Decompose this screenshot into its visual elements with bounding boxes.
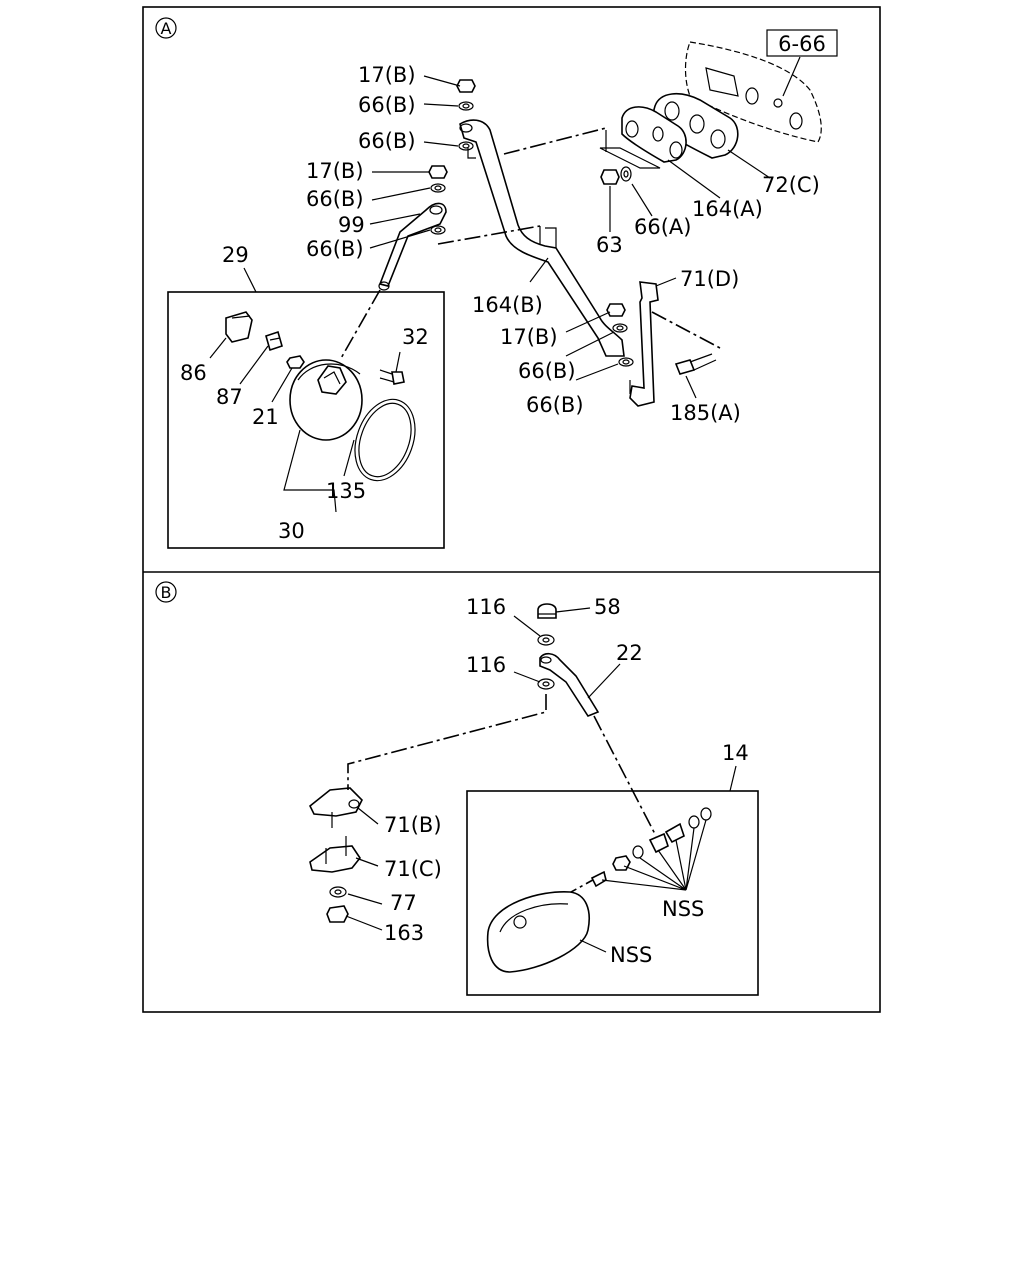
label-99: 99	[338, 213, 365, 237]
label-21: 21	[252, 405, 279, 429]
leader-lines-a	[209, 75, 771, 513]
mirror-30	[289, 359, 363, 441]
label-58: 58	[594, 595, 621, 619]
screw-32	[379, 369, 405, 385]
stay-99	[378, 202, 447, 291]
label-nss-2: NSS	[610, 943, 652, 967]
label-87: 87	[216, 385, 243, 409]
mirror-stay-164b	[459, 119, 625, 357]
section-a-marker: A	[155, 17, 177, 39]
label-63: 63	[596, 233, 623, 257]
assembly-lines-a	[339, 127, 721, 361]
label-66b-5: 66(B)	[518, 359, 576, 383]
label-32: 32	[402, 325, 429, 349]
section-b-marker: B	[155, 581, 177, 603]
label-30: 30	[278, 519, 305, 543]
section-a-letter: A	[161, 19, 172, 38]
label-135: 135	[326, 479, 366, 503]
washer-66b-5	[612, 323, 628, 333]
washer-66b-6	[618, 357, 634, 367]
labels-a: 17(B) 66(B) 66(B) 17(B) 66(B) 99 66(B) 2…	[180, 63, 820, 543]
bracket-71c	[309, 836, 361, 873]
label-nss-1: NSS	[662, 897, 704, 921]
label-185a: 185(A)	[670, 401, 741, 425]
nut-63	[600, 169, 620, 185]
label-66b-4: 66(B)	[306, 237, 364, 261]
label-164b: 164(B)	[472, 293, 543, 317]
washer-66b-4	[430, 225, 446, 235]
label-66a: 66(A)	[634, 215, 691, 239]
label-163: 163	[384, 921, 424, 945]
cap-nut-58	[537, 603, 557, 619]
washer-66b-2	[458, 141, 474, 151]
label-14: 14	[722, 741, 749, 765]
washer-66b-1	[458, 101, 474, 111]
label-116-2: 116	[466, 653, 506, 677]
inset-box-29	[167, 291, 445, 549]
label-66b-6: 66(B)	[526, 393, 584, 417]
label-71d: 71(D)	[680, 267, 739, 291]
washer-116-1	[537, 634, 555, 646]
washer-66b-3	[430, 183, 446, 193]
section-b-letter: B	[161, 583, 172, 602]
cap-86	[225, 311, 253, 343]
bracket-71b	[308, 787, 363, 828]
cab-panel	[684, 41, 822, 143]
mirror-ring-135	[354, 398, 416, 482]
mirror-head-nss	[486, 891, 590, 973]
label-17b-2: 17(B)	[306, 159, 364, 183]
label-17b-3: 17(B)	[500, 325, 558, 349]
label-164a: 164(A)	[692, 197, 763, 221]
leader-lines-b	[345, 607, 707, 953]
washer-116-2	[537, 678, 555, 690]
label-22: 22	[616, 641, 643, 665]
nut-17b-2	[428, 165, 448, 179]
label-71c: 71(C)	[384, 857, 442, 881]
assembly-lines-b	[347, 694, 657, 919]
washer-66a	[620, 166, 632, 182]
label-29: 29	[222, 243, 249, 267]
label-66b-2: 66(B)	[358, 129, 416, 153]
clip-87	[265, 330, 283, 352]
nut-17b-3	[606, 303, 626, 317]
nut-17b-1	[456, 79, 476, 93]
washer-77	[329, 886, 347, 898]
label-72c: 72(C)	[762, 173, 820, 197]
label-77: 77	[390, 891, 417, 915]
reference-box-label: 6-66	[778, 32, 826, 56]
plate-164a	[599, 106, 687, 169]
bracket-71d	[629, 281, 659, 407]
small-parts-nss	[590, 807, 712, 888]
inset-box-14	[466, 790, 759, 996]
diagram-frame	[142, 6, 881, 1013]
reference-box-6-66[interactable]: 6-66	[766, 29, 838, 57]
label-17b-1: 17(B)	[358, 63, 416, 87]
label-66b-1: 66(B)	[358, 93, 416, 117]
label-86: 86	[180, 361, 207, 385]
nut-21	[286, 355, 305, 369]
nut-163	[326, 905, 349, 923]
stay-22	[539, 652, 600, 717]
bolt-185a	[674, 353, 717, 375]
label-66b-3: 66(B)	[306, 187, 364, 211]
label-71b: 71(B)	[384, 813, 442, 837]
label-116-1: 116	[466, 595, 506, 619]
labels-b: 116 58 116 22 14 71(B) 71(C) 77 163 NSS …	[384, 595, 749, 967]
